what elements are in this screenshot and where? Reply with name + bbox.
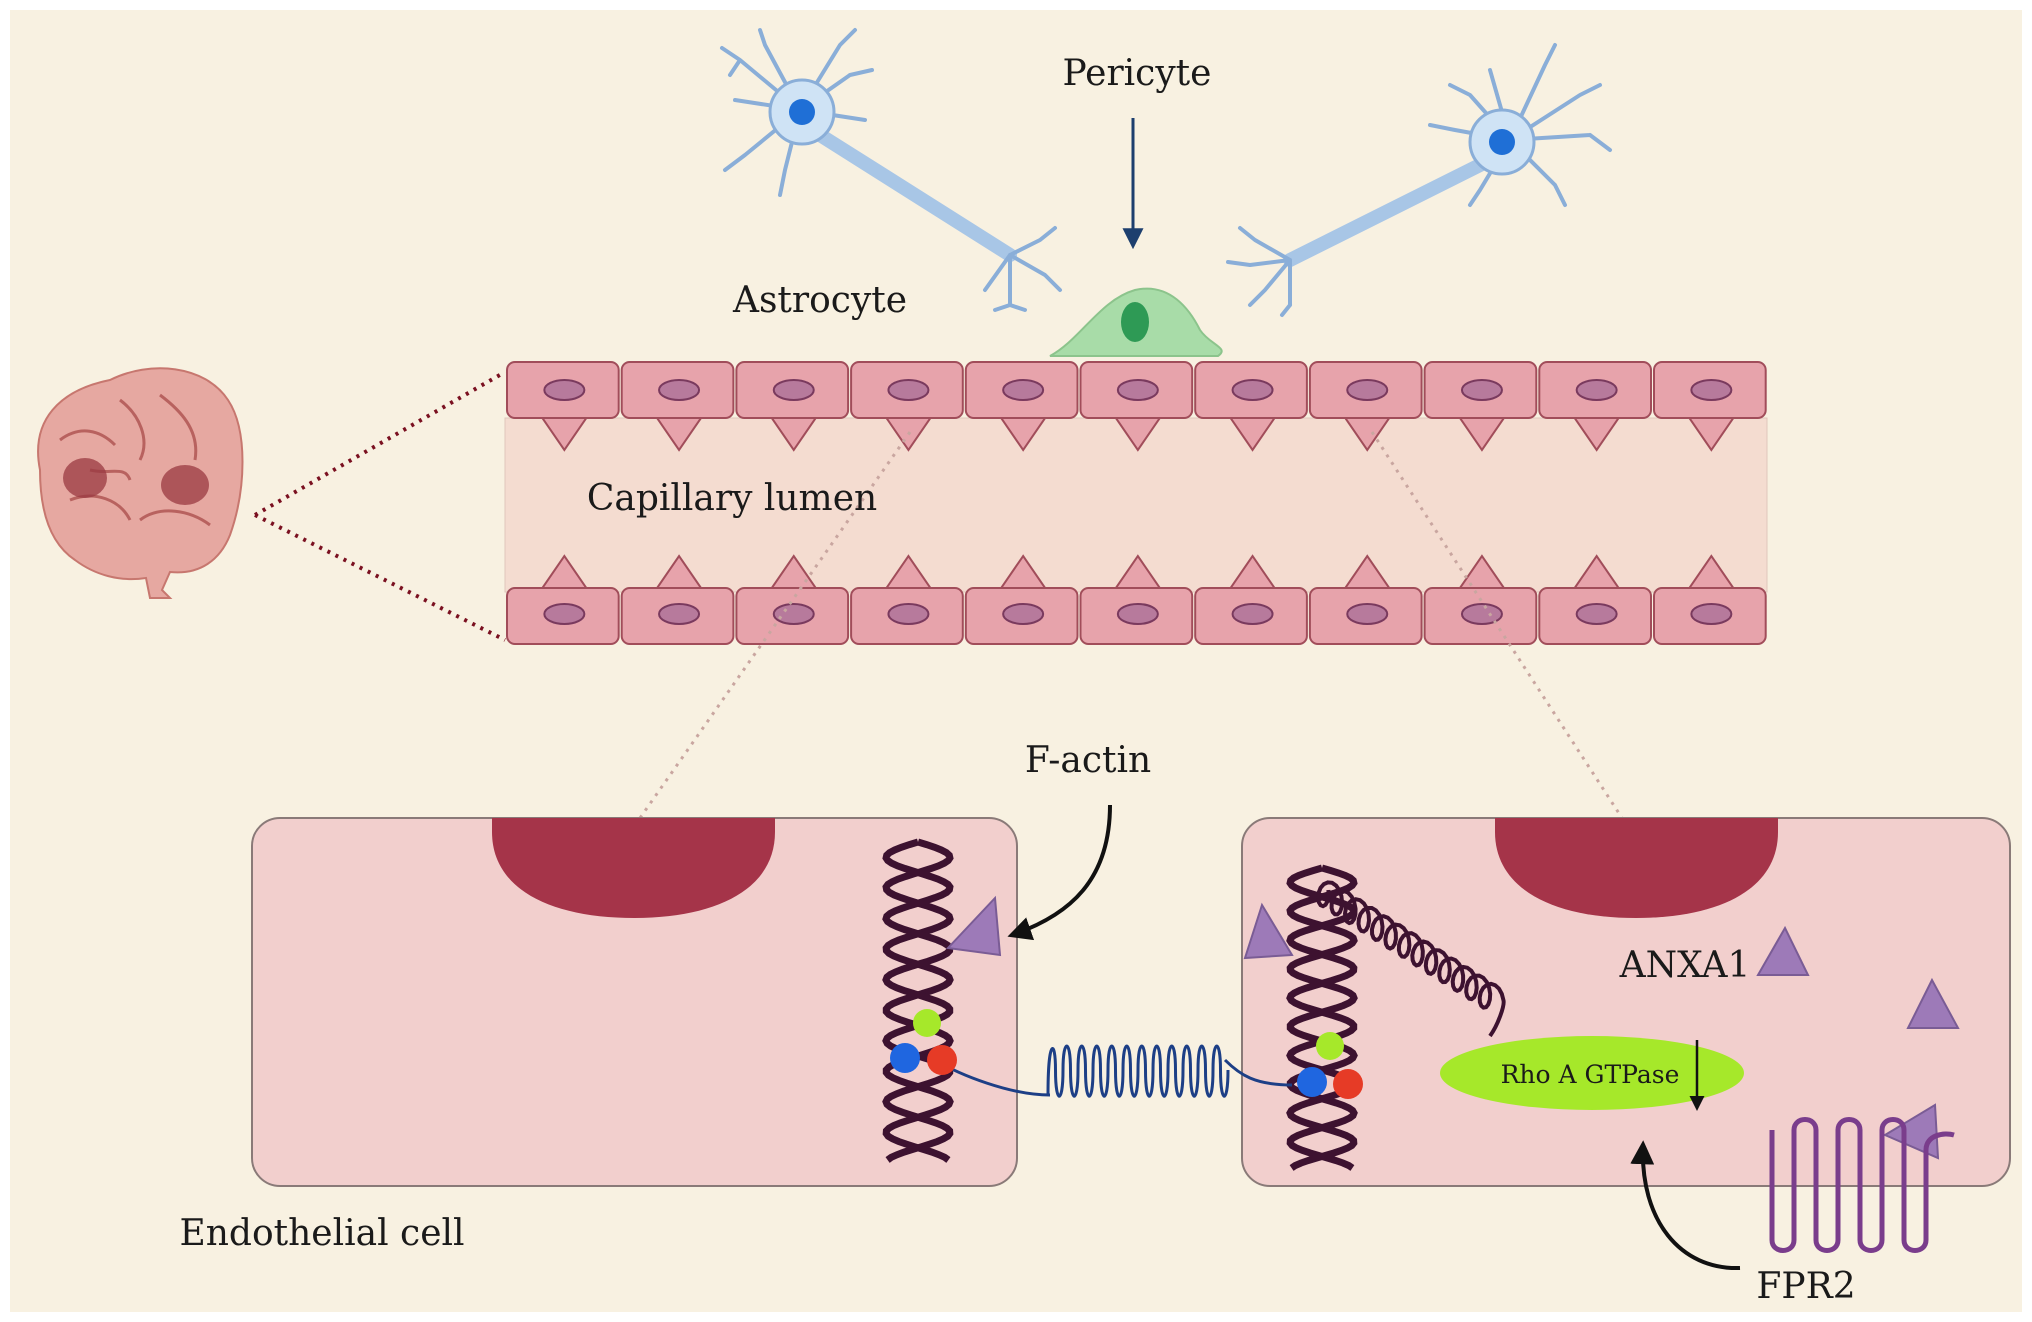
astrocyte-nucleus [1489, 129, 1515, 155]
zoom-line-bottom [254, 513, 506, 642]
endothelial-cell-right [1241, 817, 2011, 1187]
cell-nucleus [1346, 603, 1389, 625]
cell-nucleus [1002, 603, 1045, 625]
endothelial-cell-left [251, 817, 1018, 1187]
cell-nucleus [1460, 603, 1503, 625]
f-actin-arrow [1007, 804, 1112, 941]
astrocyte-icon [720, 28, 1612, 317]
cell-nucleus [1231, 379, 1274, 401]
astrocyte-label: Astrocyte [732, 280, 907, 321]
pericyte-icon [1049, 287, 1223, 357]
cell-nucleus [1575, 603, 1618, 625]
junction-protein-blue [890, 1043, 920, 1073]
f-actin-strand [1286, 864, 1358, 1171]
zoom-line-left-cell [638, 431, 912, 819]
cell-nucleus [887, 603, 930, 625]
cell-nucleus [1002, 379, 1045, 401]
fpr2-label: FPR2 [1756, 1266, 1855, 1307]
cell-nucleus [1231, 603, 1274, 625]
fpr2-receptor-icon [1769, 1117, 1955, 1253]
endothelial-cell-label: Endothelial cell [179, 1213, 464, 1254]
tight-junction-icon [890, 1009, 1363, 1099]
junction-protein-red [1333, 1069, 1363, 1099]
pericyte-label: Pericyte [1063, 53, 1212, 94]
endothelial-row-bottom [506, 554, 1767, 645]
fpr2-arrow [1630, 1140, 1741, 1271]
anxa1-icon [945, 895, 1960, 1160]
zoom-line-top [254, 370, 506, 517]
rho-a-label: Rho A GTPase [1501, 1060, 1680, 1089]
brain-icon [37, 367, 244, 599]
nucleus [492, 818, 775, 918]
f-actin-coil [1316, 880, 1506, 1038]
cell-nucleus [1116, 603, 1159, 625]
junction-protein-red [927, 1045, 957, 1075]
f-actin-label: F-actin [1025, 740, 1151, 781]
cell-nucleus [887, 379, 930, 401]
cell-nucleus [772, 379, 815, 401]
cell-nucleus [1690, 603, 1733, 625]
junction-protein-green [1316, 1032, 1344, 1060]
cell-nucleus [658, 379, 701, 401]
cell-nucleus [772, 603, 815, 625]
cell-nucleus [543, 603, 586, 625]
capillary-lumen-label: Capillary lumen [587, 478, 877, 519]
astrocyte-nucleus [789, 99, 815, 125]
anxa1-label: ANXA1 [1619, 945, 1751, 986]
nucleus [1495, 818, 1778, 918]
cell-nucleus [1116, 379, 1159, 401]
cell-nucleus [1690, 379, 1733, 401]
f-actin-strand [882, 838, 954, 1163]
cell-nucleus [1346, 379, 1389, 401]
f-actin-strand [882, 838, 954, 1163]
cell-nucleus [658, 603, 701, 625]
cell-nucleus [1575, 379, 1618, 401]
capillary [504, 361, 1768, 645]
cell-nucleus [1460, 379, 1503, 401]
endothelial-row-top [506, 361, 1767, 452]
cell-nucleus [543, 379, 586, 401]
f-actin-icon [882, 838, 954, 1163]
junction-protein-blue [1297, 1067, 1327, 1097]
rho-a-gtpase [1440, 1036, 1744, 1110]
junction-protein-green [913, 1009, 941, 1037]
